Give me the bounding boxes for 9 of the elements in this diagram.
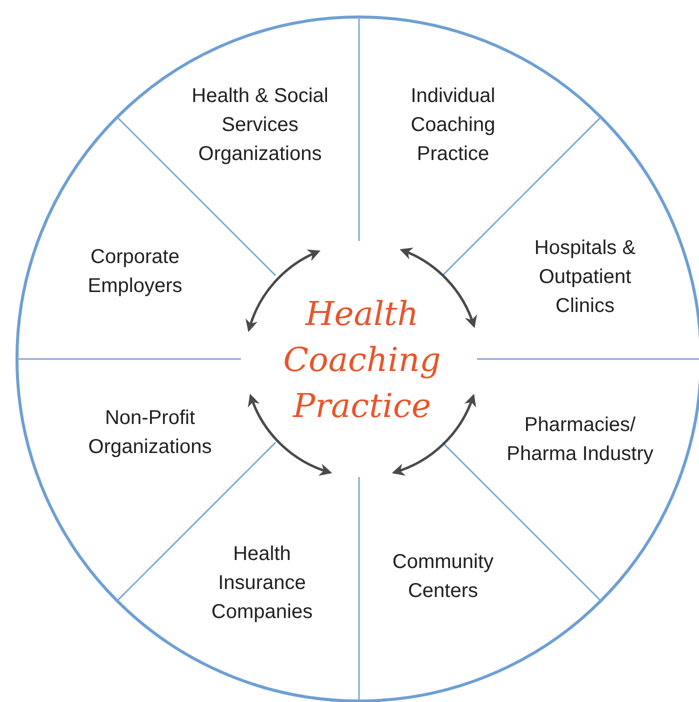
segment-label: Health Insurance Companies (187, 539, 337, 627)
segment-label: Pharmacies/ Pharma Industry (500, 396, 660, 484)
segment-label: Corporate Employers (60, 228, 210, 316)
segment-label: Community Centers (368, 533, 518, 621)
segment-label: Non-Profit Organizations (55, 389, 245, 477)
center-title: Health Coaching Practice (282, 293, 442, 427)
segment-label: Hospitals & Outpatient Clinics (510, 233, 660, 321)
segment-label: Health & Social Services Organizations (165, 81, 355, 169)
segment-label: Individual Coaching Practice (378, 81, 528, 169)
